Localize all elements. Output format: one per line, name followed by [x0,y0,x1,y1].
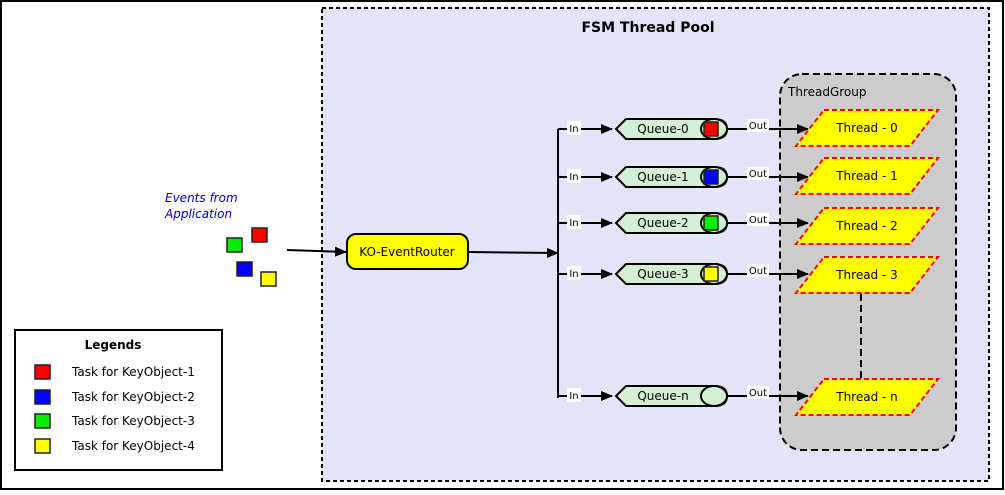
in-label-bg [567,121,581,135]
thread-node[interactable]: Thread - n [793,378,941,416]
thread-label: Thread - 1 [835,169,898,183]
legend-swatch [34,413,51,429]
out-label-bg [747,386,769,399]
event-task-red [251,227,268,243]
legend-swatch [34,389,51,405]
queue-row: In Queue-n Out [558,385,809,407]
queue-label: Queue-3 [637,267,688,281]
source-label-line2: Application [164,207,232,221]
queue-label: Queue-1 [637,170,688,184]
router-to-bus-arrow [467,247,559,258]
thread-node[interactable]: Thread - 3 [793,256,941,294]
event-task-yellow [260,271,277,287]
thread-label: Thread - 2 [835,219,898,233]
event-router-label: KO-EventRouter [359,245,455,259]
source-label-line1: Events from [165,191,238,205]
source-to-router-arrow [286,246,347,257]
queue-row: In Queue-1 Out [558,166,809,188]
queue-row: In Queue-2 Out [558,212,809,234]
legend-item: Task for KeyObject-2 [34,389,195,405]
queued-task [703,121,719,137]
legend-label: Task for KeyObject-1 [71,365,195,379]
in-label: In [569,124,578,135]
thread-label: Thread - 0 [835,121,898,135]
queue-label: Queue-2 [637,216,688,230]
in-label: In [569,269,578,280]
queued-task [703,266,719,282]
legend-item: Task for KeyObject-1 [34,364,195,380]
event-task-blue [236,261,253,277]
legend-swatch [34,438,51,454]
legend-item: Task for KeyObject-4 [34,438,195,454]
out-label: Out [749,266,767,277]
thread-node[interactable]: Thread - 2 [793,207,941,245]
thread-shape [793,157,941,195]
thread-node[interactable]: Thread - 1 [793,157,941,195]
queue-label: Queue-n [637,389,688,403]
out-label-bg [747,119,769,132]
queued-task [703,215,719,231]
queue-row: In Queue-0 Out [558,118,809,140]
in-label-bg [567,266,581,280]
in-label: In [569,391,578,402]
thread-node[interactable]: Thread - 0 [793,109,941,147]
queue-row: In Queue-3 Out [558,263,809,285]
out-label: Out [749,388,767,399]
out-label-bg [747,213,769,226]
queued-task [703,169,719,185]
out-label-bg [747,264,769,277]
out-label: Out [749,215,767,226]
legend-title: Legends [85,338,142,352]
thread-shape [793,109,941,147]
thread-label: Thread - n [835,390,898,404]
legend-item: Task for KeyObject-3 [34,413,195,429]
pool-title: FSM Thread Pool [581,20,714,36]
event-task-green [226,237,243,253]
in-label-bg [567,215,581,229]
thread-shape [793,378,941,416]
out-label: Out [749,121,767,132]
legend-swatch [34,364,51,380]
in-label: In [569,218,578,229]
out-label-bg [747,167,769,180]
out-label: Out [749,169,767,180]
thread-shape [793,256,941,294]
queue-label: Queue-0 [637,122,688,136]
in-label: In [569,172,578,183]
event-router-node[interactable] [346,233,469,270]
in-label-bg [567,169,581,183]
legend-label: Task for KeyObject-2 [71,390,195,404]
legend-label: Task for KeyObject-3 [71,414,195,428]
thread-label: Thread - 3 [835,268,898,282]
in-label-bg [567,388,581,402]
queue-head [700,385,728,407]
legend-label: Task for KeyObject-4 [71,439,195,453]
thread-group-label: ThreadGroup [787,85,867,99]
thread-shape [793,207,941,245]
